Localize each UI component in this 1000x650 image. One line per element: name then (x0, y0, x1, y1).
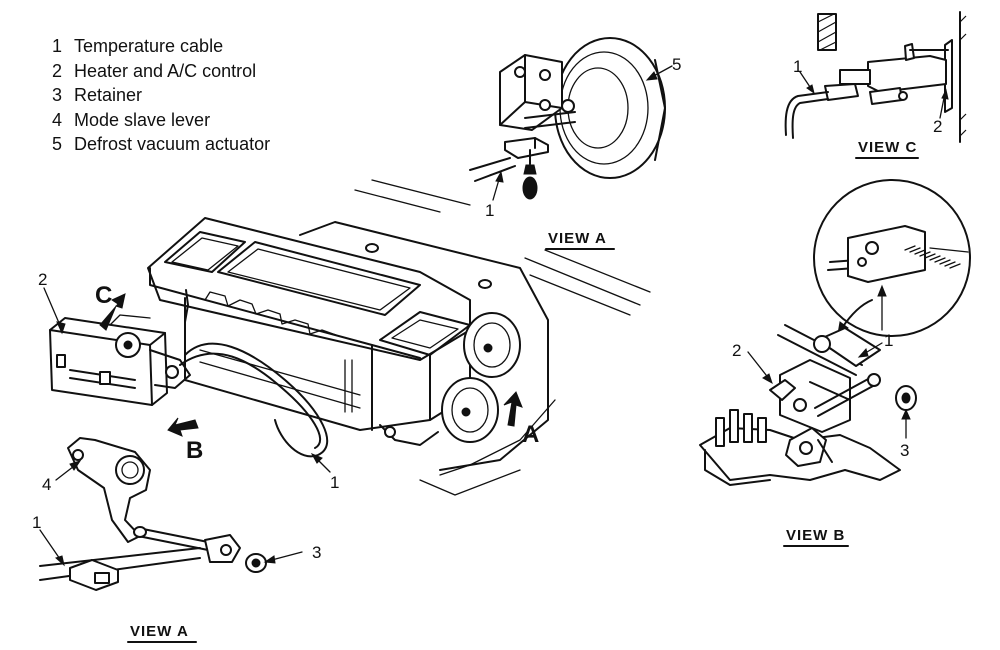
svg-text:4: 4 (42, 475, 51, 494)
heater-ac-control-main (49, 314, 191, 406)
legend-number: 2 (52, 60, 63, 81)
callout-view-b-retainer: 3 (900, 408, 911, 460)
legend-item-mode-slave-lever: 4 Mode slave lever (52, 108, 270, 133)
svg-text:1: 1 (32, 513, 41, 532)
svg-text:1: 1 (485, 201, 494, 220)
direction-arrow-c: C (95, 282, 126, 331)
parts-legend: 1 Temperature cable 2 Heater and A/C contr… (52, 34, 270, 157)
legend-number: 4 (52, 109, 63, 130)
callout-view-a-bottom-retainer: 3 (263, 543, 321, 564)
direction-arrow-b-label: B (186, 437, 203, 464)
view-b-caption: VIEW B (783, 527, 849, 547)
view-c-detail (784, 11, 967, 143)
callout-view-c-cable: 1 (793, 57, 815, 95)
callout-view-b-cable: 1 (857, 331, 893, 358)
direction-arrow-c-label: C (95, 282, 112, 309)
callout-view-b-cable-detail (877, 284, 887, 331)
temperature-cable-main (184, 342, 329, 458)
view-a-bottom-detail (39, 437, 267, 591)
svg-text:1: 1 (330, 473, 339, 492)
callout-view-b-control: 2 (732, 341, 773, 385)
legend-label: Heater and A/C control (74, 60, 257, 81)
legend-item-heater-ac-control: 2 Heater and A/C control (52, 59, 270, 84)
callout-view-a-top-actuator: 5 (645, 55, 681, 81)
svg-text:3: 3 (312, 543, 321, 562)
view-a-bottom-caption: VIEW A (127, 623, 197, 643)
callout-view-a-top-cable: 1 (485, 170, 504, 220)
heater-case-assembly (147, 179, 651, 496)
svg-text:VIEW A: VIEW A (130, 623, 189, 640)
direction-arrow-b: B (167, 417, 203, 464)
legend-number: 3 (52, 85, 63, 105)
legend-item-defrost-vacuum-actuator: 5 Defrost vacuum actuator (52, 132, 270, 157)
legend-label: Mode slave lever (74, 109, 211, 130)
svg-text:3: 3 (900, 441, 909, 460)
cable-clip-upper (184, 289, 189, 323)
callout-view-a-bottom-lever: 4 (42, 460, 82, 494)
legend-item-temperature-cable: 1 Temperature cable (52, 34, 270, 59)
svg-text:2: 2 (38, 270, 47, 289)
legend-label: Temperature cable (74, 36, 224, 56)
callout-view-a-bottom-cable: 1 (32, 513, 65, 567)
temperature-cable-main-sheath (179, 352, 322, 449)
svg-text:VIEW B: VIEW B (786, 527, 845, 544)
callout-main-cable: 1 (310, 453, 339, 492)
view-b-detail (699, 179, 971, 486)
callout-main-control: 2 (38, 270, 66, 335)
view-a-top-caption: VIEW A (545, 230, 615, 250)
svg-text:VIEW A: VIEW A (548, 230, 607, 247)
legend-number: 5 (52, 134, 63, 154)
callout-view-c-control: 2 (933, 88, 949, 136)
view-a-top-detail (469, 37, 666, 200)
view-c-caption: VIEW C (855, 139, 919, 159)
legend-item-retainer: 3 Retainer (52, 83, 270, 108)
direction-arrow-a-label: A (522, 421, 539, 448)
svg-text:2: 2 (732, 341, 741, 360)
svg-text:VIEW C: VIEW C (858, 139, 917, 156)
svg-text:1: 1 (793, 57, 802, 76)
legend-label: Retainer (74, 85, 143, 105)
legend-label: Defrost vacuum actuator (74, 134, 271, 154)
svg-text:5: 5 (672, 55, 681, 74)
svg-text:2: 2 (933, 117, 942, 136)
legend-number: 1 (52, 36, 63, 56)
direction-arrow-a: A (503, 391, 539, 448)
svg-text:1: 1 (884, 331, 893, 350)
